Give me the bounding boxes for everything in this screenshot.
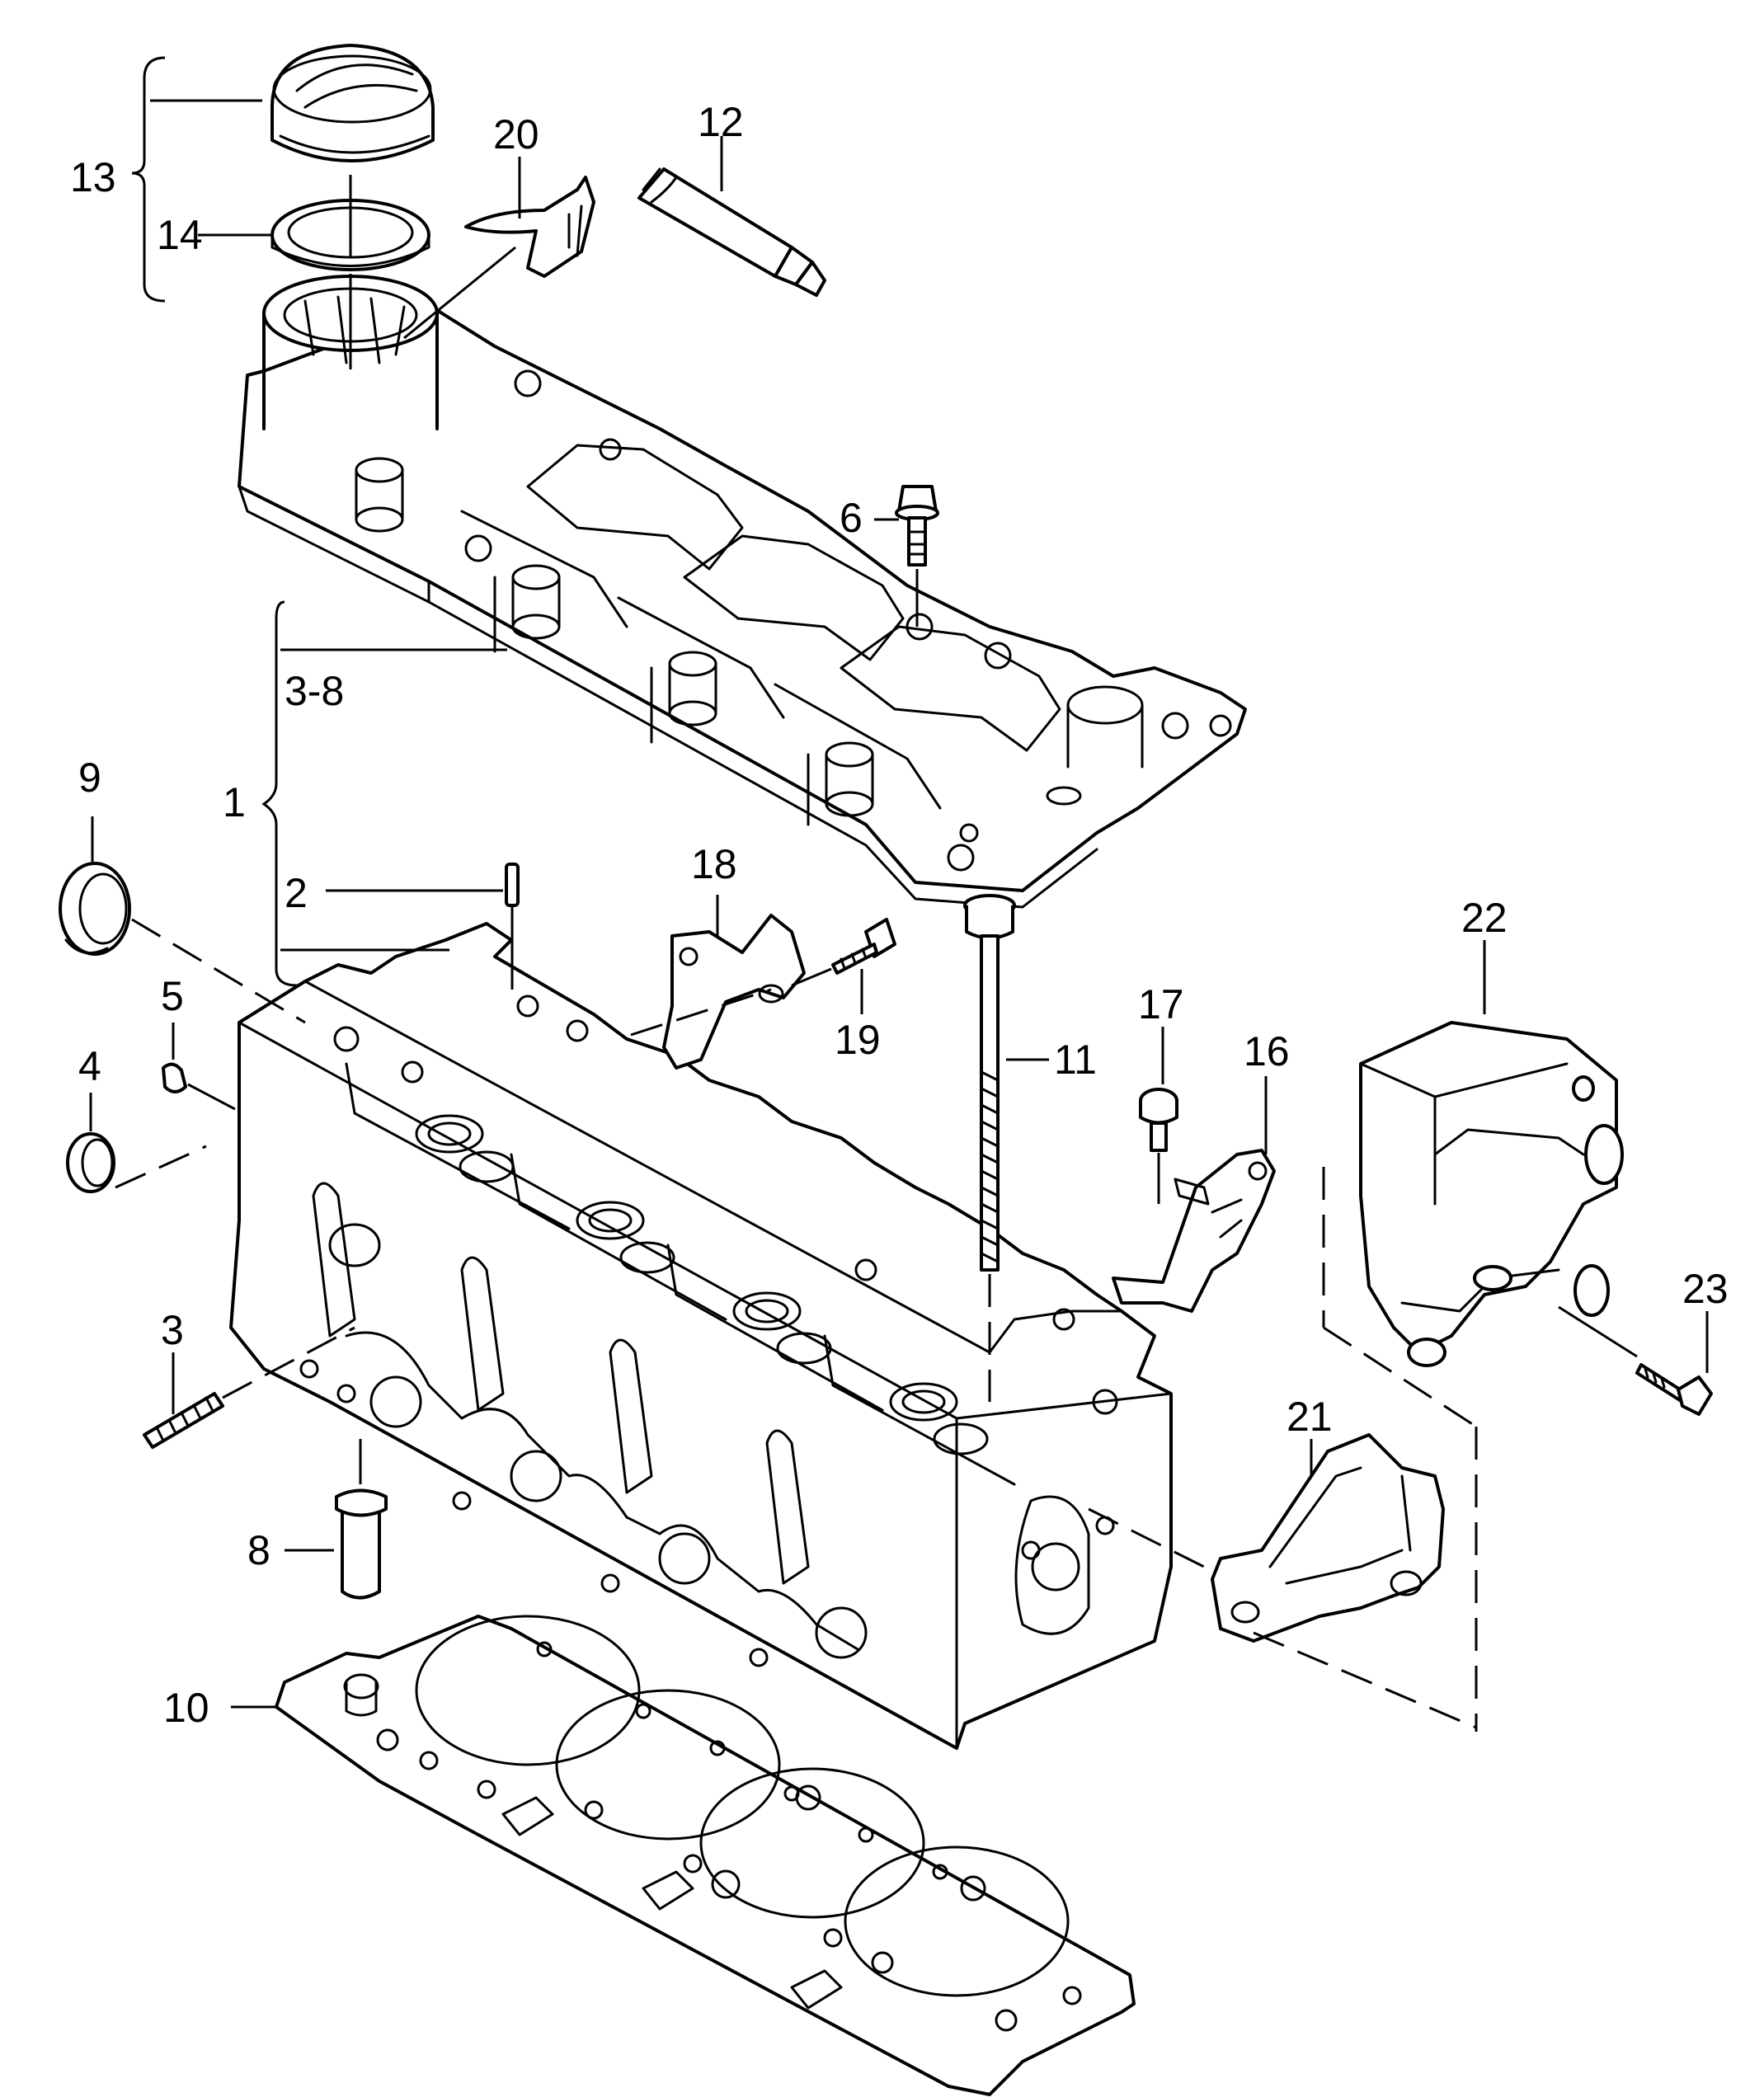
- callout-8: 8: [247, 1527, 270, 1573]
- callout-6: 6: [840, 495, 863, 541]
- callout-2: 2: [285, 870, 308, 916]
- cylinder-head-gasket: [275, 1615, 1136, 2096]
- callout-10: 10: [163, 1685, 209, 1731]
- dowel-pin: [505, 863, 520, 907]
- callout-3: 3: [161, 1307, 184, 1353]
- hydraulic-tappet: [335, 1488, 388, 1600]
- ignition-coil: [1359, 1021, 1624, 1367]
- cover-bolt: [895, 485, 939, 567]
- sealant-tube: [637, 167, 826, 297]
- callout-leaders: [89, 56, 1709, 1709]
- oil-filler-cap: [270, 44, 435, 162]
- callout-9: 9: [78, 755, 101, 801]
- cylinder-head-bolt: [963, 894, 1016, 1272]
- clip-bracket: [464, 176, 595, 278]
- callout-5: 5: [161, 973, 184, 1019]
- holder-plate: [1112, 1149, 1276, 1313]
- callout-18: 18: [691, 841, 737, 887]
- callout-16: 16: [1244, 1028, 1290, 1074]
- holder-bolt: [1139, 1088, 1178, 1152]
- callout-19: 19: [835, 1017, 881, 1063]
- callout-12: 12: [698, 99, 744, 145]
- sensor-bracket: [662, 914, 806, 1070]
- coil-bracket: [1211, 1433, 1445, 1643]
- callout-13: 13: [70, 154, 116, 200]
- callout-21: 21: [1287, 1394, 1333, 1440]
- callout-22: 22: [1461, 895, 1508, 941]
- callout-11: 11: [1054, 1037, 1097, 1083]
- cylinder-head: [229, 922, 1173, 1750]
- coil-bolt: [1635, 1363, 1713, 1416]
- callout-4: 4: [78, 1043, 101, 1089]
- cylinder-head-cover: [238, 275, 1247, 909]
- small-plug: [162, 1062, 187, 1093]
- callout-17: 17: [1138, 981, 1184, 1027]
- sealing-plug: [66, 1132, 115, 1193]
- camshaft-oil-seal: [59, 862, 131, 956]
- callout-23: 23: [1682, 1266, 1729, 1312]
- stud: [143, 1392, 224, 1449]
- bracket-bolt: [831, 918, 896, 975]
- callout-labels: 13 14 20 12 6 3-8 1 9 2 18 19 11 5 4 17 …: [70, 99, 1729, 1731]
- callout-1: 1: [223, 779, 246, 825]
- callout-14: 14: [157, 212, 203, 258]
- callout-3-8: 3-8: [285, 668, 344, 714]
- callout-20: 20: [493, 111, 539, 158]
